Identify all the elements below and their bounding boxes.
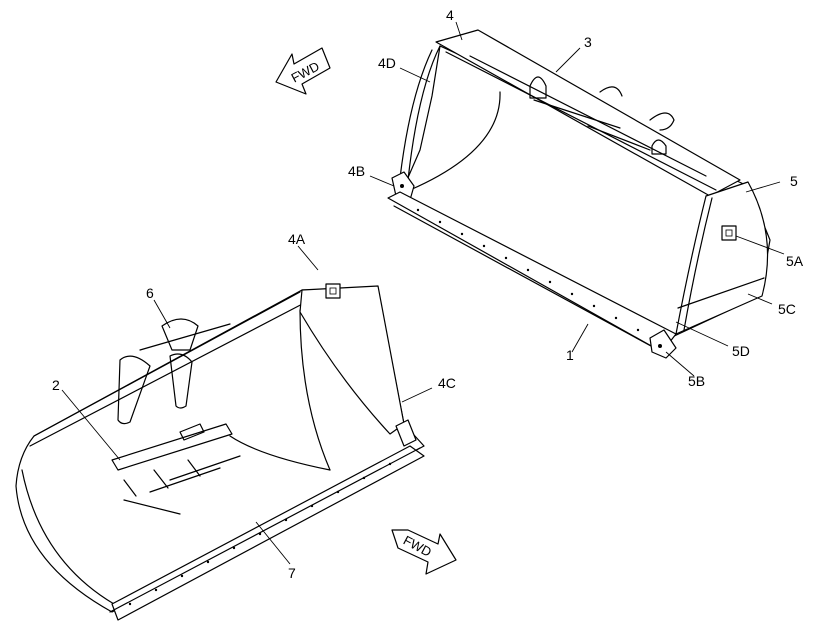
fwd-arrow-icon	[391, 529, 457, 575]
fwd-arrow-icon	[275, 47, 331, 95]
left-side-plate	[407, 45, 441, 181]
top-rail-bracket-3	[649, 112, 675, 131]
callout-5a: 5A	[786, 253, 804, 269]
fwd-arrow-bottom: FWD	[391, 529, 457, 575]
callout-1: 1	[566, 347, 574, 363]
callout-3: 3	[584, 34, 592, 50]
upper-bucket-assembly	[387, 29, 771, 359]
lower-cutting-edge	[111, 445, 425, 621]
callout-2: 2	[52, 377, 60, 393]
top-rail-bracket-4	[651, 139, 667, 155]
plate-icon	[325, 283, 341, 299]
callout-4d: 4D	[378, 55, 396, 71]
top-rail-bracket-1	[529, 76, 547, 99]
lower-side-plate	[299, 285, 405, 435]
leader-lines	[61, 21, 785, 565]
cutting-edge-bolt-holes	[416, 208, 640, 332]
callout-4: 4	[446, 7, 454, 23]
fwd-arrow-top: FWD	[275, 47, 331, 95]
right-corner-bracket	[649, 329, 677, 359]
callout-6: 6	[146, 285, 154, 301]
plate-icon	[721, 225, 737, 241]
callout-7: 7	[288, 565, 296, 581]
callout-5d: 5D	[732, 343, 750, 359]
callout-4c: 4C	[438, 375, 456, 391]
callout-5c: 5C	[778, 301, 796, 317]
top-rail-bracket-2	[599, 86, 623, 97]
side-bracket	[395, 419, 417, 447]
callout-5b: 5B	[688, 373, 705, 389]
callouts: 4 3 4D 4B 5 5A 5C 5D 5B 1 4A 4C 6 2 7	[52, 7, 804, 581]
callout-5: 5	[790, 173, 798, 189]
callout-4a: 4A	[288, 231, 306, 247]
callout-4b: 4B	[348, 163, 365, 179]
cross-bar	[111, 423, 233, 471]
lower-cutting-edge-bolt-holes	[128, 462, 392, 606]
lower-bucket-assembly	[15, 283, 425, 621]
right-side-plate	[675, 181, 769, 335]
hook-bracket-6	[161, 318, 199, 351]
